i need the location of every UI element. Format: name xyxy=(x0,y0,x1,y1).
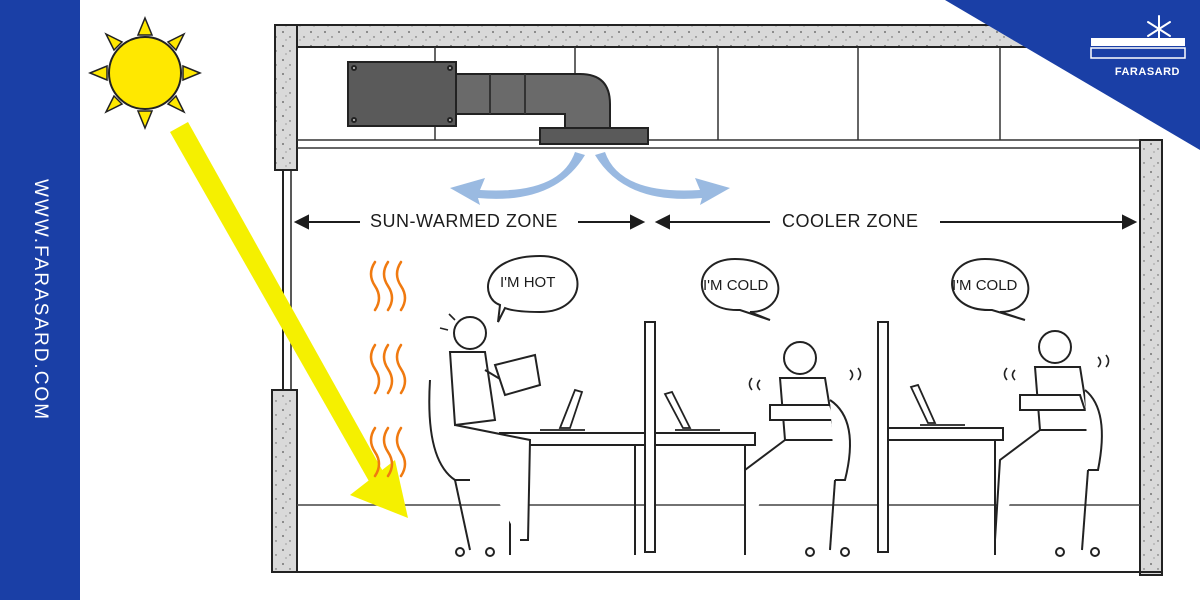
snowflake-icon xyxy=(1147,15,1171,43)
brand-sidebar: WWW.FARASARD.COM xyxy=(0,0,80,600)
laptop-icon xyxy=(909,383,937,424)
speech-bubble xyxy=(700,257,780,321)
person-hot xyxy=(428,316,542,557)
laptop-icon xyxy=(558,388,584,429)
person-cold-2 xyxy=(994,330,1103,557)
shiver-marks xyxy=(439,313,1110,391)
speech-text-cold-1: I'M COLD xyxy=(703,277,769,294)
zone-arrows xyxy=(293,214,1138,230)
laptop-icon xyxy=(663,390,692,429)
airflow-arrows xyxy=(450,152,730,205)
brand-corner xyxy=(945,0,1200,150)
logo-gear-band xyxy=(1090,38,1186,59)
speech-bubble xyxy=(487,254,579,323)
cubicle-furniture xyxy=(499,321,1004,555)
air-duct xyxy=(347,61,649,145)
warm-zone-label: SUN-WARMED ZONE xyxy=(370,211,558,231)
cool-zone-label: COOLER ZONE xyxy=(782,211,919,231)
speech-text-cold-2: I'M COLD xyxy=(952,277,1018,294)
hand-fan-icon xyxy=(493,353,542,397)
person-cold-1 xyxy=(744,341,851,557)
speech-bubbles xyxy=(487,254,1030,323)
sunbeam-arrow xyxy=(170,122,408,518)
speech-bubble xyxy=(951,257,1030,321)
laptops xyxy=(540,383,965,431)
brand-logo-text: FARASARD xyxy=(1114,66,1180,78)
sun-icon xyxy=(88,16,202,130)
heat-waves xyxy=(369,260,407,478)
speech-text-hot: I'M HOT xyxy=(500,274,556,291)
